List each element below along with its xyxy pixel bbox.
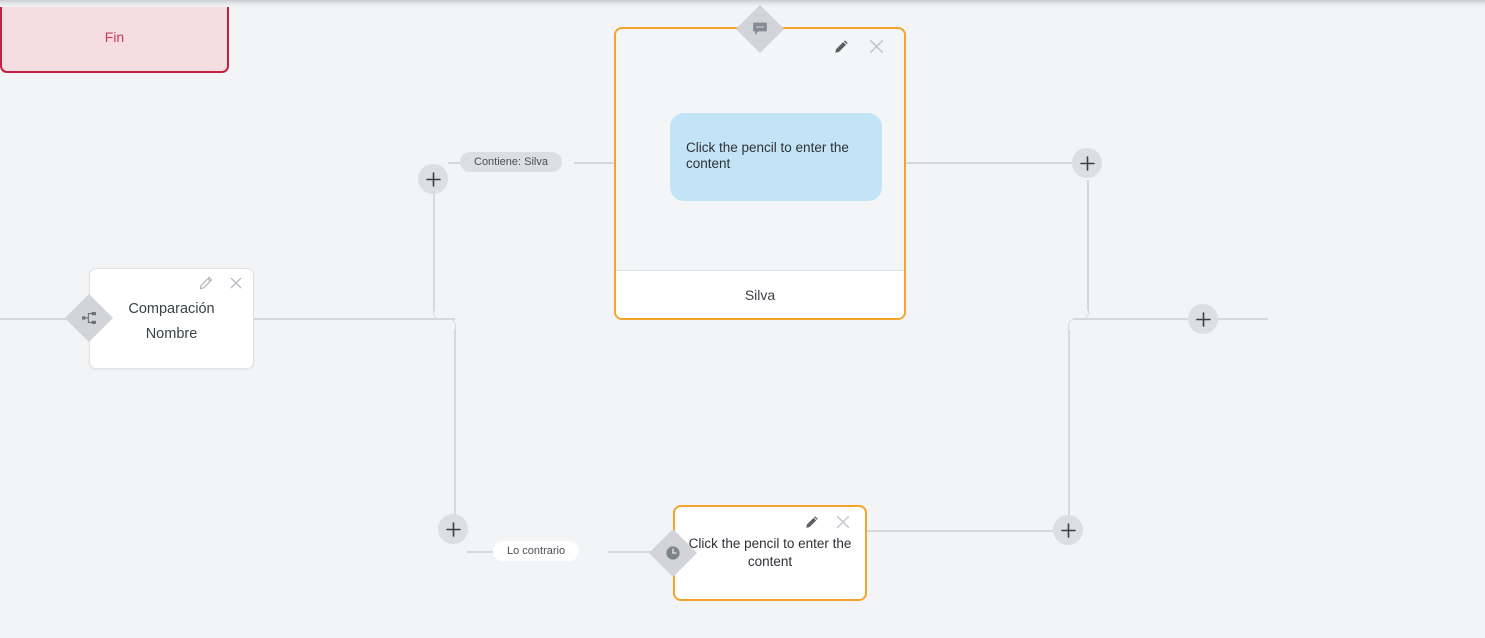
- connector-elbow-branch-up: [433, 305, 448, 320]
- connector-elbow-bus-top: [441, 318, 456, 333]
- connector-timer-to-plus: [867, 530, 1053, 532]
- connector-merge-down: [1068, 330, 1070, 515]
- plus-icon: [1079, 155, 1095, 171]
- timer-node-card[interactable]: Click the pencil to enter the content: [673, 505, 867, 601]
- comparison-node-card[interactable]: Comparación Nombre: [89, 268, 254, 369]
- connector-merge-up: [1087, 180, 1089, 311]
- top-gradient-strip: [0, 0, 1485, 7]
- connector-label-to-timer: [608, 551, 658, 553]
- add-node-before-end[interactable]: [1188, 304, 1218, 334]
- comparison-card-subtitle: Nombre: [145, 326, 198, 342]
- plus-icon: [425, 171, 441, 187]
- connector-label-to-message: [574, 162, 616, 164]
- connector-elbow-merge-bus: [1068, 318, 1083, 333]
- comparison-card-title: Comparación: [128, 301, 215, 317]
- add-node-after-message[interactable]: [1072, 148, 1102, 178]
- pencil-icon[interactable]: [805, 515, 819, 534]
- connector-branch-up: [433, 180, 435, 311]
- close-icon[interactable]: [868, 38, 885, 60]
- add-node-after-timer[interactable]: [1053, 515, 1083, 545]
- end-node-card[interactable]: Fin: [0, 0, 229, 73]
- close-icon[interactable]: [229, 276, 243, 295]
- plus-icon: [1195, 311, 1211, 327]
- add-node-branch-top[interactable]: [418, 164, 448, 194]
- add-node-branch-bottom[interactable]: [438, 514, 468, 544]
- comparison-card-tools: [199, 276, 243, 295]
- timer-card-tools: [805, 514, 851, 535]
- edge-label-contains: Contiene: Silva: [460, 152, 562, 172]
- connector-message-to-plus: [906, 162, 1073, 164]
- connector-plus-to-end: [1218, 318, 1268, 320]
- pencil-icon[interactable]: [199, 276, 213, 295]
- close-icon[interactable]: [835, 514, 851, 535]
- plus-icon: [445, 521, 461, 537]
- connector-canvas-entry: [0, 318, 72, 320]
- plus-icon: [1060, 522, 1076, 538]
- message-bubble: Click the pencil to enter the content: [670, 113, 882, 201]
- connector-bottom-plus-to-label: [467, 551, 497, 553]
- connector-branch-down: [454, 330, 456, 515]
- message-card-tools: [834, 38, 885, 60]
- pencil-icon[interactable]: [834, 39, 849, 59]
- timer-card-text: Click the pencil to enter the content: [688, 536, 852, 569]
- connector-comparison-out: [254, 318, 455, 320]
- edge-label-otherwise: Lo contrario: [493, 541, 580, 561]
- message-card-footer: Silva: [616, 270, 904, 318]
- connector-merge-to-end-plus: [1081, 318, 1188, 320]
- message-node-card[interactable]: Click the pencil to enter the content Si…: [614, 27, 906, 320]
- end-node-label: Fin: [104, 28, 125, 45]
